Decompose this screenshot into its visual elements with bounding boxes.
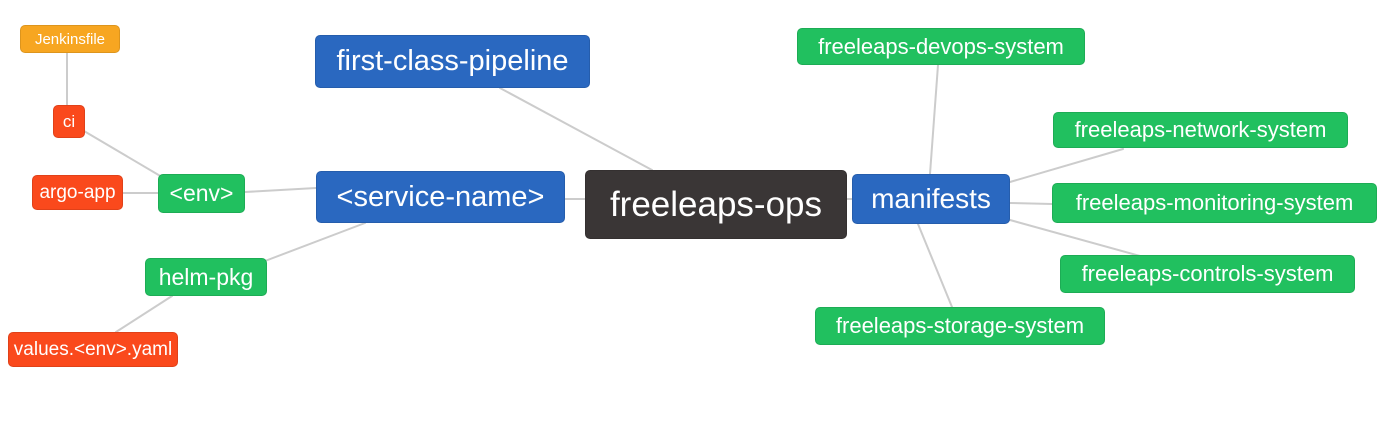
node-label: Jenkinsfile [34, 30, 106, 48]
node-label: manifests [871, 183, 991, 214]
node-label: freeleaps-storage-system [835, 313, 1085, 338]
node-label: freeleaps-controls-system [1081, 261, 1334, 286]
node-label: freeleaps-network-system [1074, 117, 1327, 142]
node-storage-system[interactable]: freeleaps-storage-system [815, 307, 1105, 345]
node-label: values.<env>.yaml [13, 339, 173, 360]
node-service-name[interactable]: <service-name> [316, 171, 565, 223]
node-jenkinsfile[interactable]: Jenkinsfile [20, 25, 120, 53]
node-env[interactable]: <env> [158, 174, 245, 213]
node-label: freeleaps-devops-system [818, 33, 1064, 59]
edge-env-service-name [244, 187, 317, 193]
edge-ci-env [83, 130, 163, 178]
edge-manifests-storage-system [917, 223, 953, 308]
node-monitoring-system[interactable]: freeleaps-monitoring-system [1052, 183, 1377, 223]
node-label: ci [62, 112, 76, 131]
edge-helm-pkg-service-name [264, 222, 366, 262]
node-label: helm-pkg [158, 263, 254, 290]
edge-manifests-monitoring-system [1009, 202, 1053, 205]
node-network-system[interactable]: freeleaps-network-system [1053, 112, 1348, 148]
node-argo-app[interactable]: argo-app [32, 175, 123, 210]
edge-manifests-network-system [1009, 148, 1124, 183]
node-label: argo-app [39, 182, 116, 203]
node-devops-system[interactable]: freeleaps-devops-system [797, 28, 1085, 65]
edge-values-env-yaml-helm-pkg [115, 295, 173, 333]
node-label: <env> [169, 180, 234, 206]
edge-manifests-devops-system [929, 64, 939, 175]
node-label: <service-name> [336, 180, 545, 213]
node-label: first-class-pipeline [336, 45, 569, 77]
edge-first-class-pipeline-freeleaps-ops [499, 87, 653, 171]
node-first-class-pipeline[interactable]: first-class-pipeline [315, 35, 590, 88]
node-freeleaps-ops[interactable]: freeleaps-ops [585, 170, 847, 239]
node-label: freeleaps-ops [609, 185, 823, 224]
node-helm-pkg[interactable]: helm-pkg [145, 258, 267, 296]
node-manifests[interactable]: manifests [852, 174, 1010, 224]
node-ci[interactable]: ci [53, 105, 85, 138]
edge-manifests-controls-system [1009, 219, 1141, 257]
node-label: freeleaps-monitoring-system [1075, 190, 1354, 215]
node-controls-system[interactable]: freeleaps-controls-system [1060, 255, 1355, 293]
node-values-env-yaml[interactable]: values.<env>.yaml [8, 332, 178, 367]
